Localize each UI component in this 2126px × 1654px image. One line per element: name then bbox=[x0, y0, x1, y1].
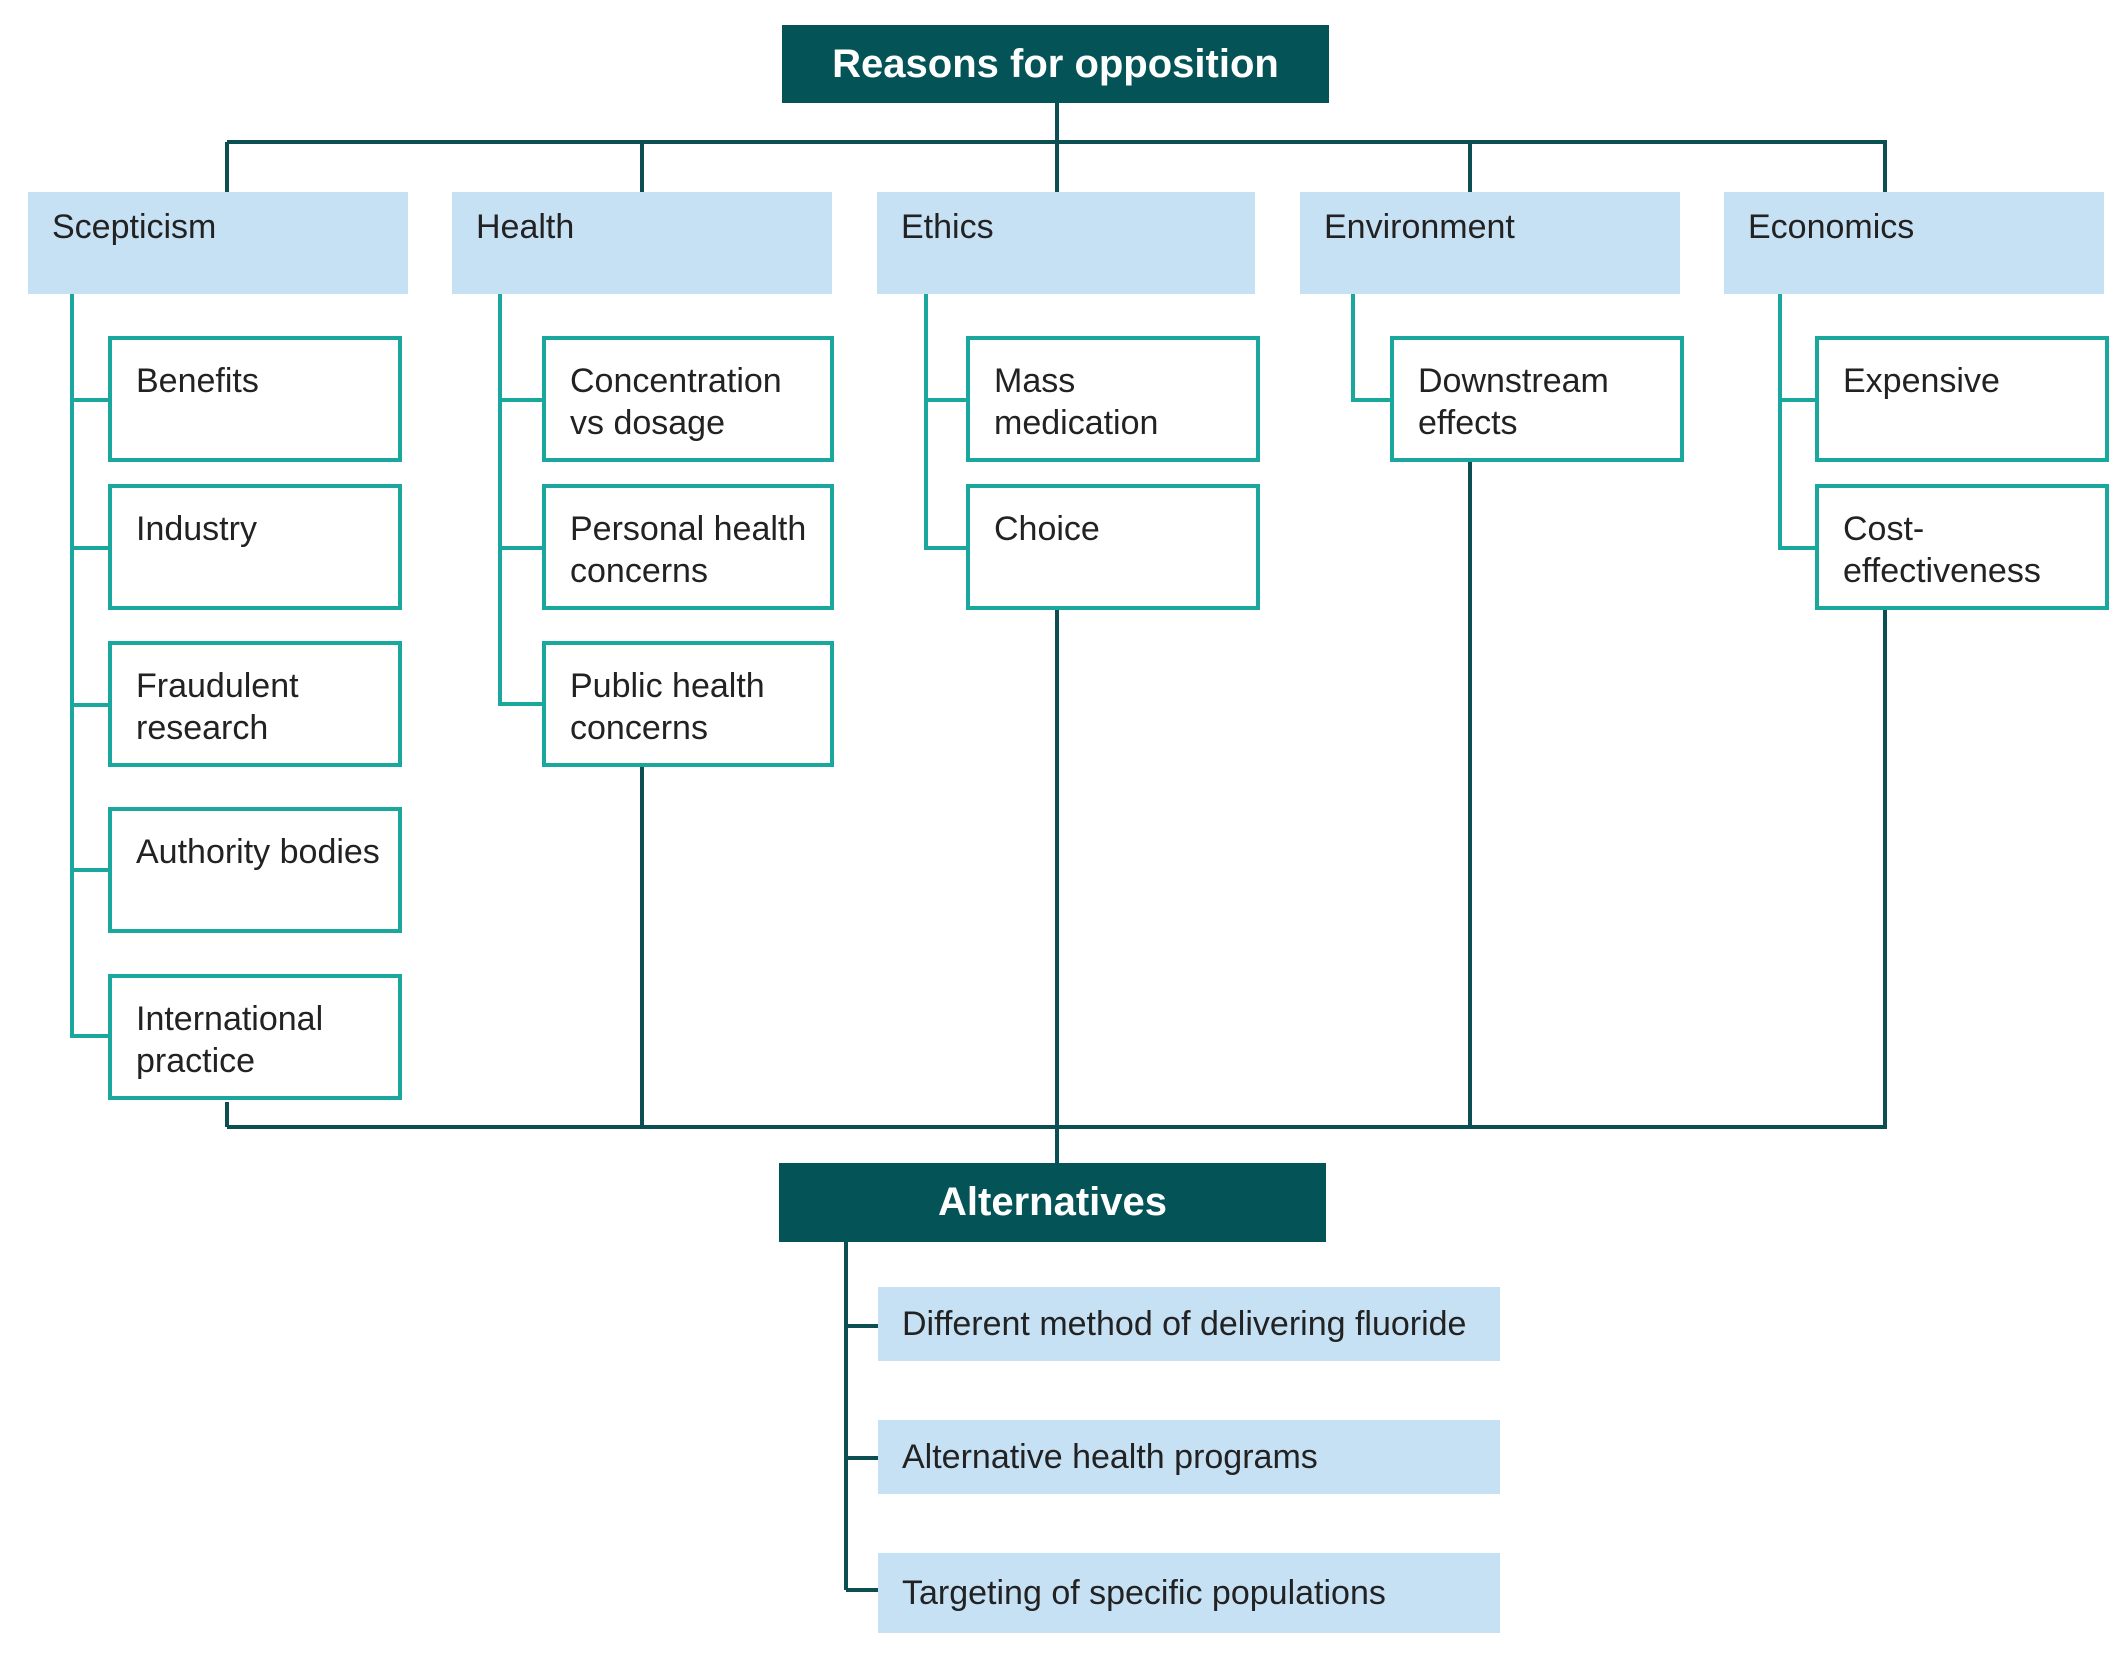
item-downstream-effects: Downstream effects bbox=[1390, 336, 1684, 462]
item-authority-bodies: Authority bodies bbox=[108, 807, 402, 933]
category-environment: Environment bbox=[1300, 192, 1680, 294]
item-personal-health-concerns: Personal health concerns bbox=[542, 484, 834, 610]
item-cost-effectiveness: Cost-effectiveness bbox=[1815, 484, 2109, 610]
item-fraudulent-research: Fraudulent research bbox=[108, 641, 402, 767]
category-health: Health bbox=[452, 192, 832, 294]
alternative-health-programs: Alternative health programs bbox=[878, 1420, 1500, 1494]
item-international-practice: International practice bbox=[108, 974, 402, 1100]
item-concentration-vs-dosage: Concentration vs dosage bbox=[542, 336, 834, 462]
item-benefits: Benefits bbox=[108, 336, 402, 462]
alternatives-title: Alternatives bbox=[779, 1163, 1326, 1242]
item-expensive: Expensive bbox=[1815, 336, 2109, 462]
alternative-different-method: Different method of delivering fluoride bbox=[878, 1287, 1500, 1361]
alternative-targeting-populations: Targeting of specific populations bbox=[878, 1553, 1500, 1633]
sub-item-connectors bbox=[70, 294, 1818, 1038]
category-economics: Economics bbox=[1724, 192, 2104, 294]
category-ethics: Ethics bbox=[877, 192, 1255, 294]
category-scepticism: Scepticism bbox=[28, 192, 408, 294]
item-choice: Choice bbox=[966, 484, 1260, 610]
item-public-health-concerns: Public health concerns bbox=[542, 641, 834, 767]
reasons-for-opposition-title: Reasons for opposition bbox=[782, 25, 1329, 103]
item-industry: Industry bbox=[108, 484, 402, 610]
main-connectors bbox=[225, 100, 1887, 1592]
item-mass-medication: Mass medication bbox=[966, 336, 1260, 462]
